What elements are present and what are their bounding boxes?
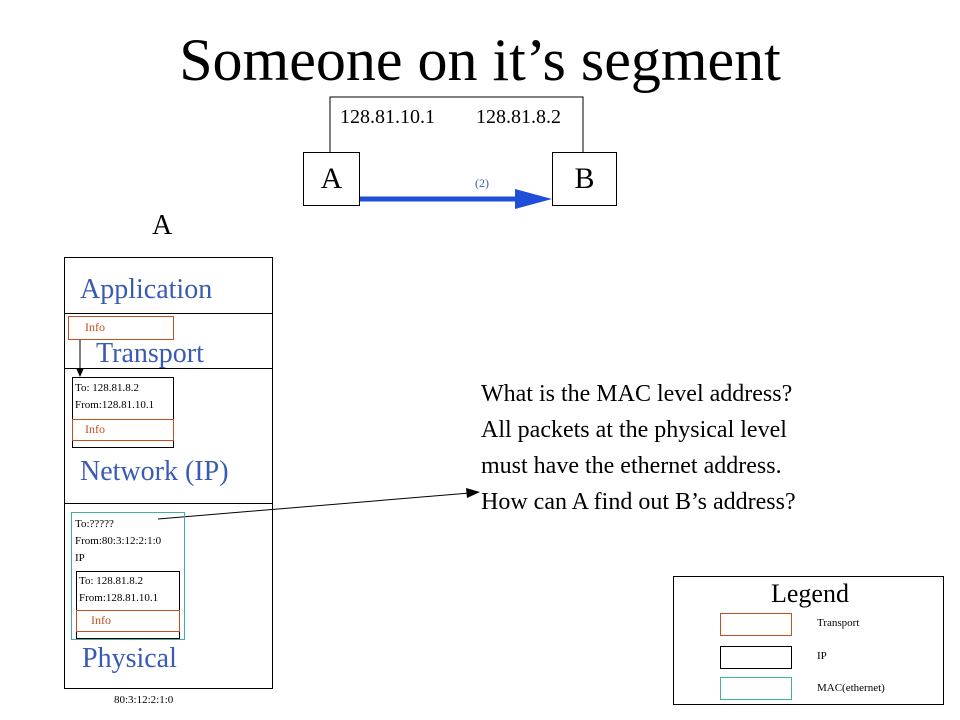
stack-heading: A [152,210,173,241]
mac-frame-type: IP [75,552,85,564]
question-text: What is the MAC level address? All packe… [481,376,796,520]
info-label: Info [85,320,105,334]
legend-swatch-ip [720,646,792,669]
mac-frame-ip-to: To: 128.81.8.2 [79,575,144,587]
layer-application: Application [80,274,213,305]
segment-wire [329,96,584,152]
mac-frame-ip-packet: To: 128.81.8.2 From:128.81.10.1 Info [76,571,180,639]
question-line: What is the MAC level address? [481,381,793,407]
transport-info-box: Info [68,316,174,340]
ip-address-a: 128.81.10.1 [340,106,435,128]
pointer-line [157,492,471,520]
mac-frame-from: From:80:3:12:2:1:0 [75,535,162,547]
info-label: Info [85,422,105,436]
question-line: All packets at the physical level [481,417,787,443]
node-b: B [552,152,617,206]
legend-swatch-transport [720,613,792,636]
mac-frame-to: To:????? [75,518,114,530]
ip-packet-info-box: Info [72,419,174,441]
divider-application-transport [64,313,273,314]
pointer-arrow-head [466,488,480,498]
mac-address-label: 80:3:12:2:1:0 [114,694,174,706]
legend-title: Legend [771,579,849,608]
legend-swatch-mac [720,677,792,700]
node-a: A [303,152,360,206]
question-line: must have the ethernet address. [481,453,782,479]
ip-packet-to: To: 128.81.8.2 [75,382,140,394]
protocol-stack [64,257,273,689]
mac-frame: To:????? From:80:3:12:2:1:0 IP To: 128.8… [71,512,185,640]
layer-network: Network (IP) [80,456,229,487]
layer-physical: Physical [82,643,177,674]
info-label: Info [91,613,111,627]
legend-label-transport: Transport [817,617,860,629]
info-down-arrow-head [76,368,84,377]
ip-packet-from: From:128.81.10.1 [75,399,155,411]
ip-address-b: 128.81.8.2 [476,106,561,128]
ip-packet: To: 128.81.8.2 From:128.81.10.1 Info [72,377,174,448]
page-title: Someone on it’s segment [179,27,781,93]
question-line: How can A find out B’s address? [481,489,796,515]
layer-transport: Transport [96,338,204,369]
divider-network-physical [64,503,273,504]
step-label: (2) [475,176,489,190]
legend: Legend Transport IP MAC(ethernet) [673,576,944,705]
legend-label-mac: MAC(ethernet) [817,682,885,694]
legend-label-ip: IP [817,650,827,662]
mac-frame-info-box: Info [76,610,180,632]
frame-arrow-head [515,189,552,209]
divider-transport-network [64,368,273,369]
mac-frame-ip-from: From:128.81.10.1 [79,592,159,604]
